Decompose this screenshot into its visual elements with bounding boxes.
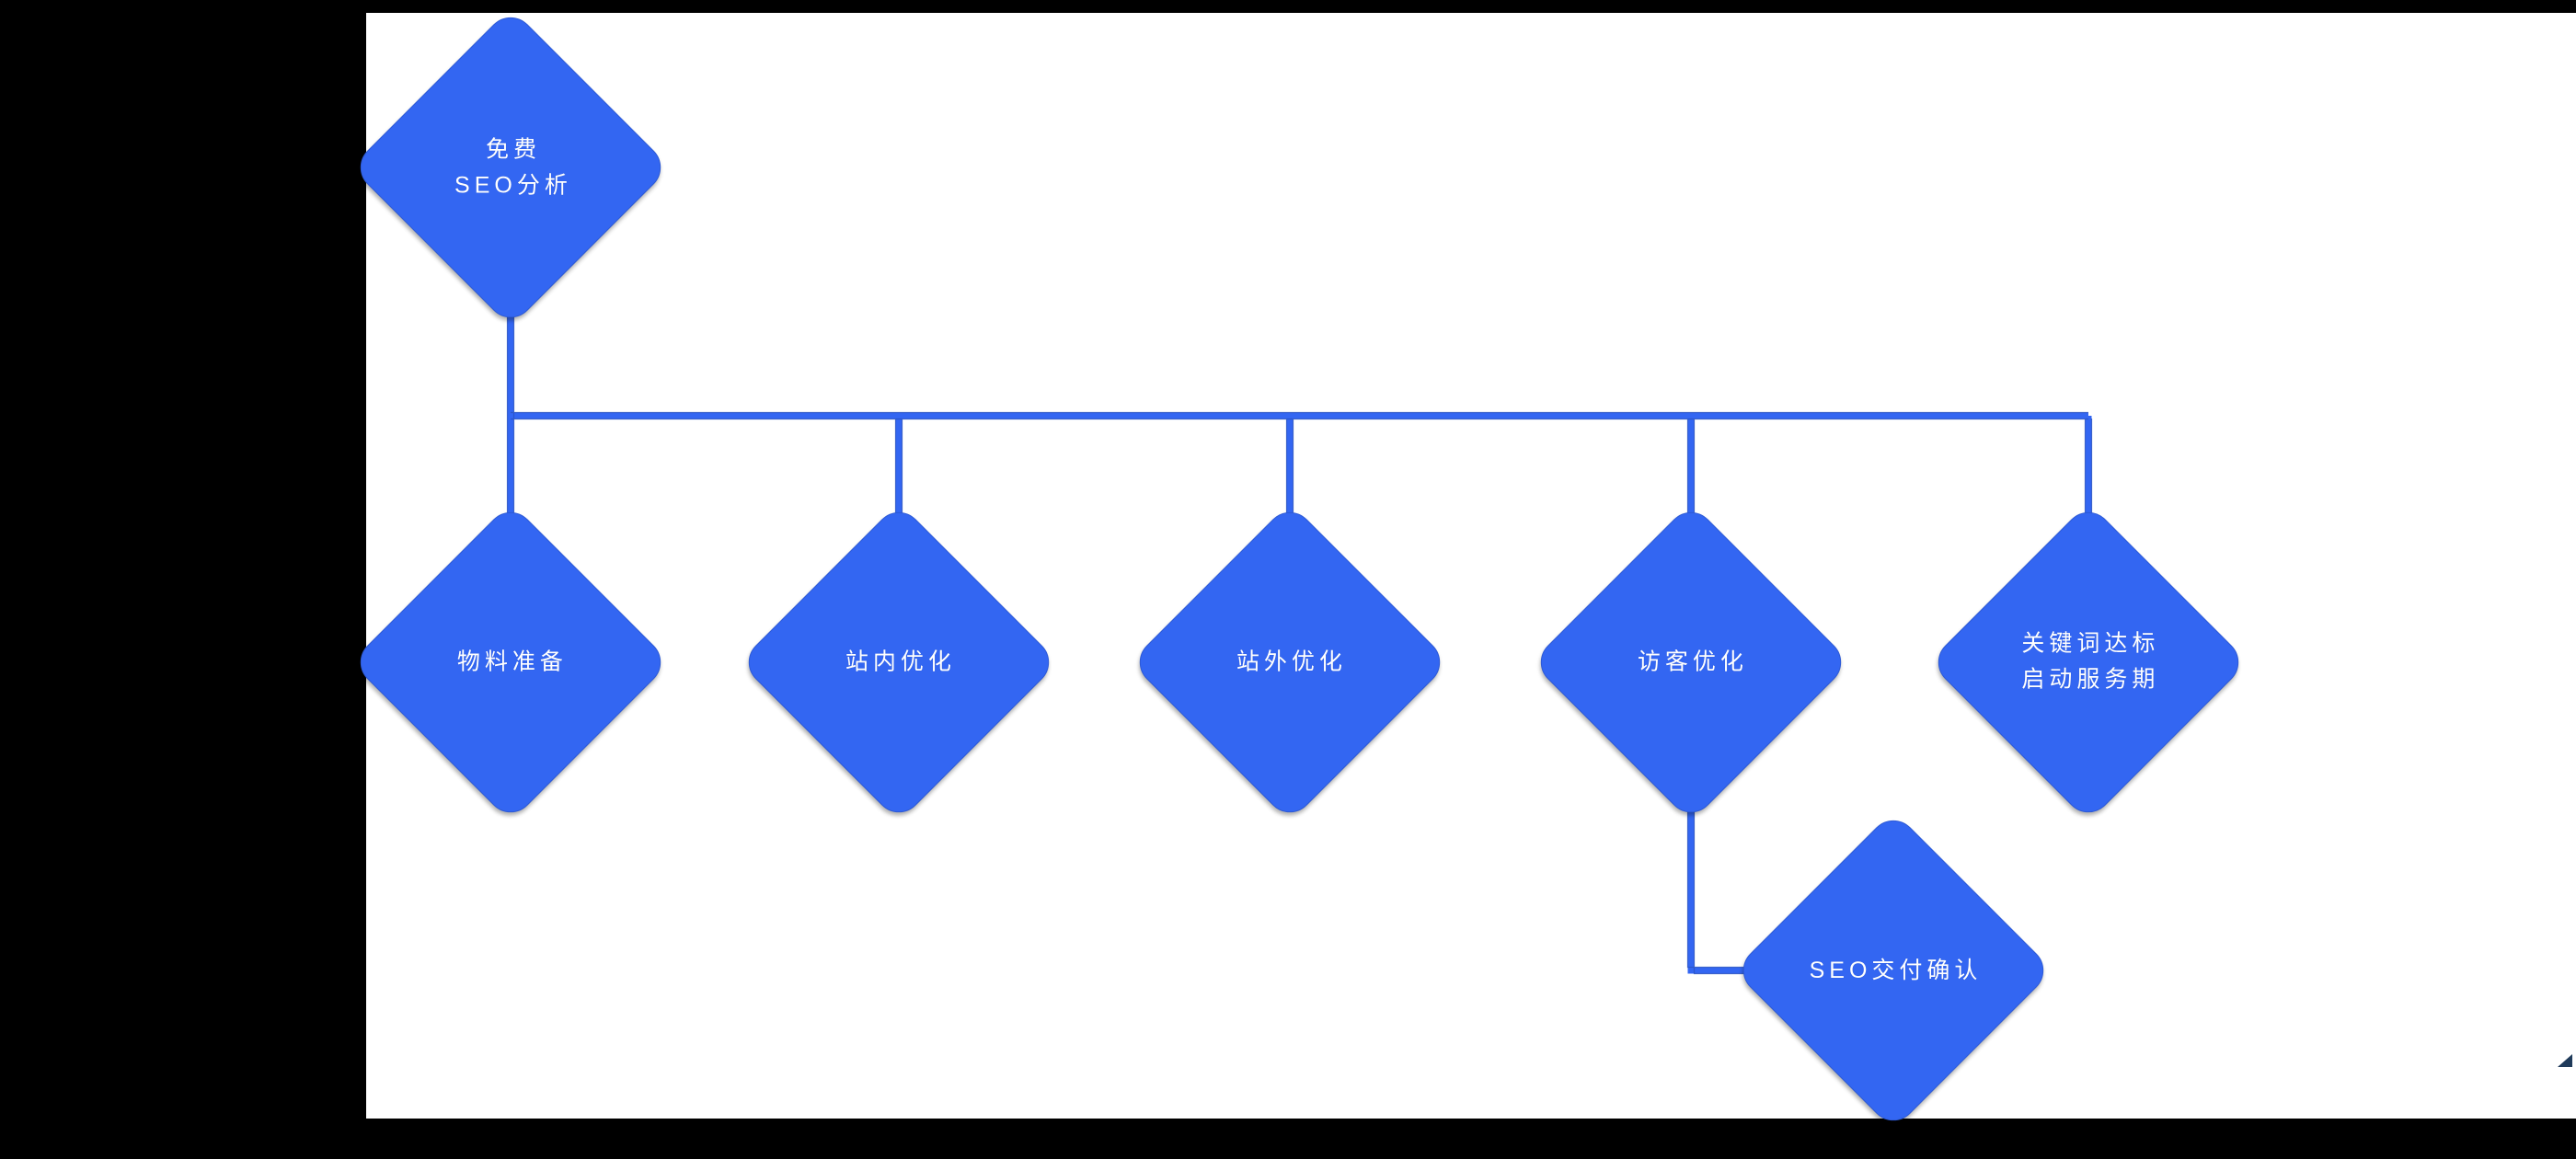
node-label-keyword-target-service-start: 关键词达标 启动服务期	[2017, 626, 2159, 697]
node-label-line1: 站外优化	[1236, 648, 1348, 675]
node-label-free-seo-analysis: 免费 SEO分析	[450, 132, 572, 203]
node-label-visitor-optimization: 访客优化	[1633, 645, 1748, 681]
node-label-line1: 物料准备	[457, 648, 569, 675]
node-label-line1: 关键词达标	[2021, 631, 2160, 658]
node-label-line1: 站内优化	[845, 648, 957, 675]
corner-artifact-triangle	[2558, 1054, 2572, 1067]
diagram-canvas	[366, 13, 2576, 1119]
node-label-onsite-optimization: 站内优化	[841, 645, 956, 681]
node-label-offsite-optimization: 站外优化	[1232, 645, 1347, 681]
node-label-line1: 访客优化	[1638, 648, 1749, 675]
node-label-seo-delivery-confirmation: SEO交付确认	[1805, 953, 1983, 989]
node-label-line2: 启动服务期	[2021, 666, 2160, 693]
node-label-material-prep: 物料准备	[453, 645, 568, 681]
node-label-line1: SEO交付确认	[1809, 957, 1983, 983]
node-label-line1: 免费	[485, 136, 541, 163]
node-label-line2: SEO分析	[454, 171, 572, 198]
